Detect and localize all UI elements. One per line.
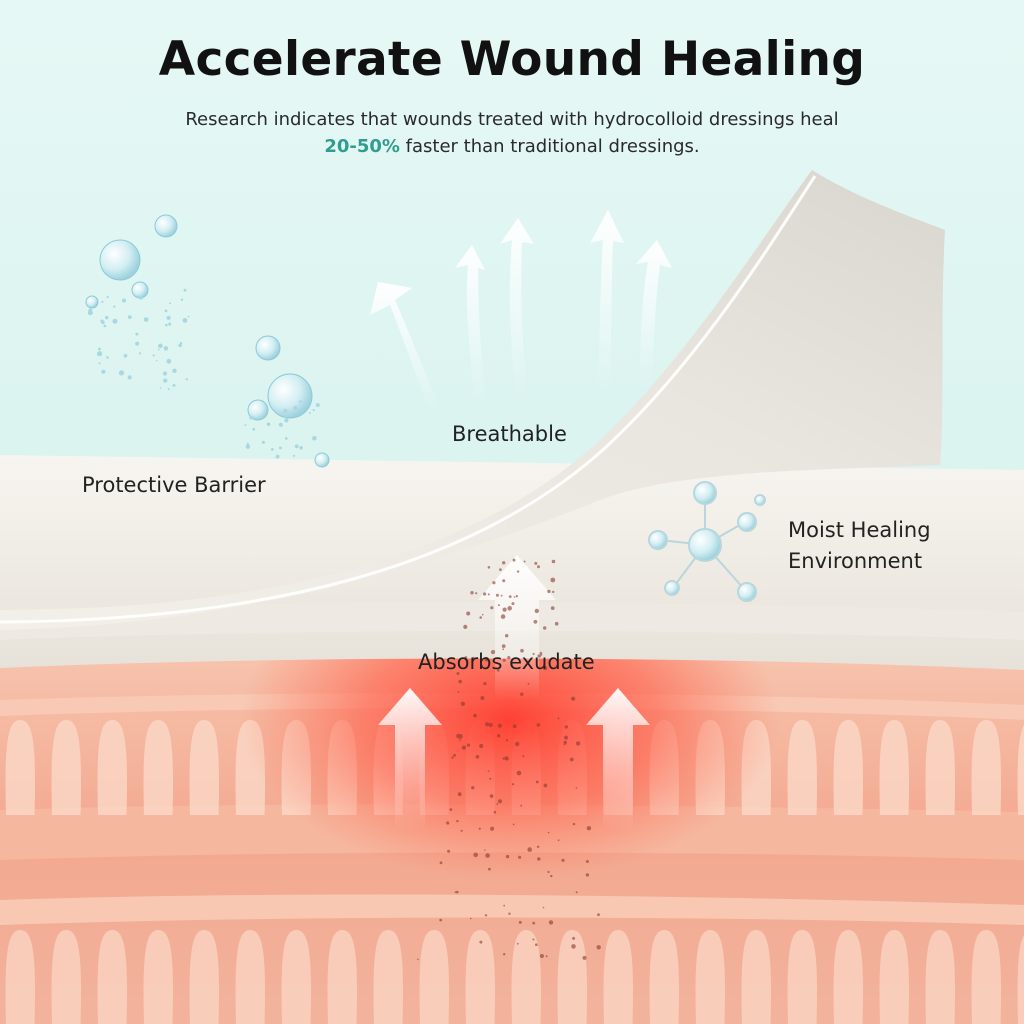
water-bubbles — [85, 214, 330, 468]
subtitle: Research indicates that wounds treated w… — [112, 106, 912, 160]
label-absorbs-exudate: Absorbs exudate — [418, 650, 595, 674]
label-breathable: Breathable — [452, 422, 567, 446]
subtitle-line2: faster than traditional dressings. — [399, 136, 700, 157]
label-moist-healing-line1: Moist Healing — [788, 518, 931, 542]
breathable-arrows — [370, 210, 672, 410]
label-moist-healing-line2: Environment — [788, 549, 923, 573]
page-title: Accelerate Wound Healing — [158, 32, 866, 87]
hydrocolloid-dressing — [0, 170, 945, 630]
subtitle-highlight: 20-50% — [324, 136, 400, 157]
label-moist-healing: Moist Healing Environment — [788, 515, 931, 577]
label-protective-barrier: Protective Barrier — [82, 473, 266, 497]
subtitle-line1: Research indicates that wounds treated w… — [185, 109, 839, 130]
molecule-icon — [648, 481, 766, 602]
exudate-particles — [417, 558, 601, 961]
absorbs-arrows — [378, 555, 650, 830]
